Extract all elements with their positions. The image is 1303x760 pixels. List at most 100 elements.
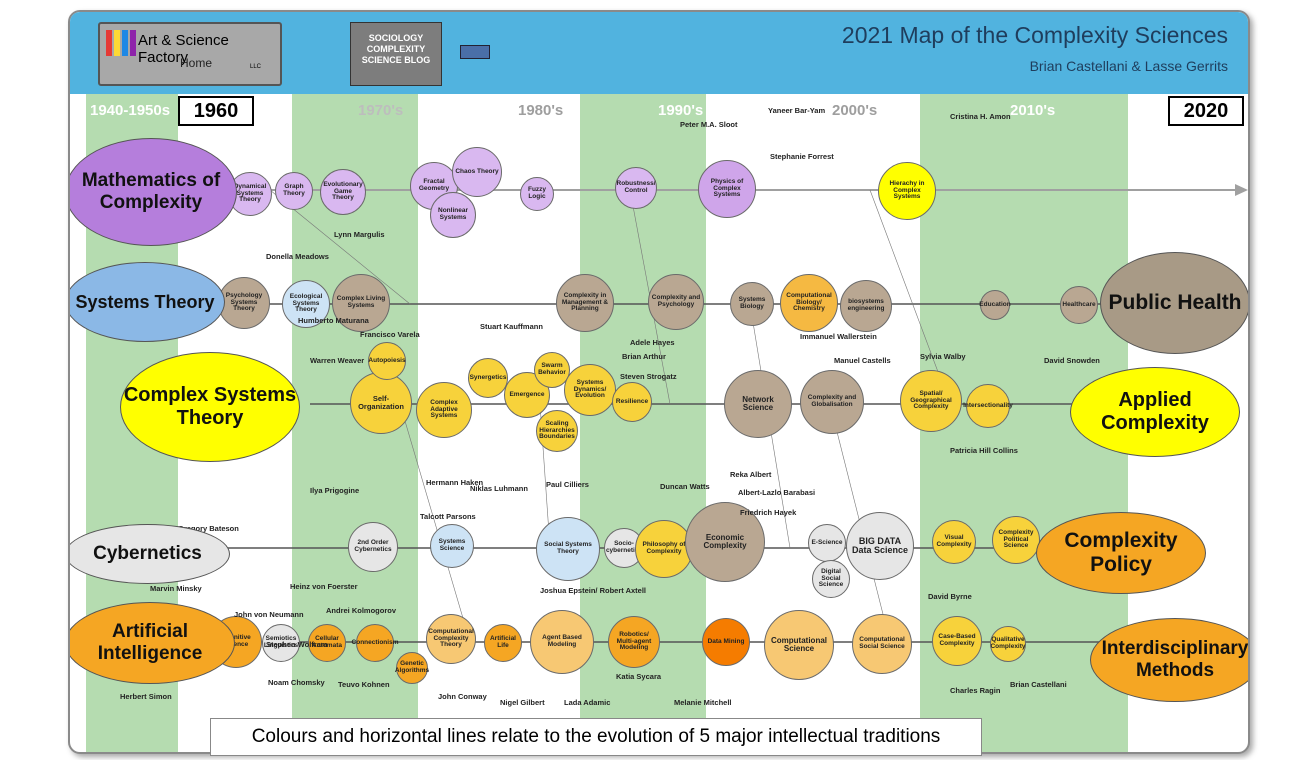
tradition-systems[interactable]: Systems Theory xyxy=(70,262,225,342)
node-sys-dyn[interactable]: Systems Dynamics/ Evolution xyxy=(564,364,616,416)
node-education[interactable]: Education xyxy=(979,290,1011,320)
node-autopoiesis[interactable]: Autopoiesis xyxy=(368,342,406,380)
node-psych-systems[interactable]: Psychology Systems Theory xyxy=(218,277,270,329)
tradition-complex-systems[interactable]: Complex Systems Theory xyxy=(120,352,300,462)
node-sys-bio[interactable]: Systems Biology xyxy=(730,282,774,326)
node-phil-complexity[interactable]: Philosophy of Complexity xyxy=(635,520,693,578)
person-label: Gregory Bateson xyxy=(178,524,239,533)
node-connectionism[interactable]: Connectionism xyxy=(352,624,398,662)
cross-link xyxy=(869,189,951,405)
node-econ-complexity[interactable]: Economic Complexity xyxy=(685,502,765,582)
node-systems-science[interactable]: Systems Science xyxy=(430,524,474,568)
person-label: Steven Strogatz xyxy=(620,372,677,381)
node-living[interactable]: Complex Living Systems xyxy=(332,274,390,332)
node-semiotics[interactable]: Semiotics Linguistics xyxy=(262,624,300,662)
node-qualitative[interactable]: Qualitative Complexity xyxy=(990,626,1026,662)
node-abm[interactable]: Agent Based Modeling xyxy=(530,610,594,674)
person-label: Warren Weaver xyxy=(310,356,365,365)
cross-link xyxy=(399,403,471,643)
person-label: Nigel Gilbert xyxy=(500,698,545,707)
node-digital-social[interactable]: Digital Social Science xyxy=(812,560,850,598)
logo-home-link[interactable]: Home xyxy=(180,56,213,70)
decade-label-2000s: 2000's xyxy=(832,102,878,119)
person-label: Stephen Wolfram xyxy=(266,640,328,649)
person-label: Joshua Epstein/ Robert Axtell xyxy=(540,586,646,595)
node-psychology[interactable]: Complexity and Psychology xyxy=(648,274,704,330)
person-label: Cristina H. Amon xyxy=(950,112,1011,121)
node-second-order[interactable]: 2nd Order Cybernetics xyxy=(348,522,398,572)
node-e-science[interactable]: E-Science xyxy=(808,524,846,562)
person-label: Katia Sycara xyxy=(616,672,662,681)
node-cellular[interactable]: Cellular Automata xyxy=(308,624,346,662)
tradition-methods[interactable]: Interdisciplinary Methods xyxy=(1090,618,1248,702)
person-label: Friedrich Hayek xyxy=(740,508,797,517)
node-robustness[interactable]: Robustness/ Control xyxy=(615,167,657,209)
node-comp-science[interactable]: Computational Science xyxy=(764,610,834,680)
tradition-applied[interactable]: Applied Complexity xyxy=(1070,367,1240,457)
node-evolutionary-game[interactable]: Evolutionary Game Theory xyxy=(320,169,366,215)
end-year-box: 2020 xyxy=(1168,96,1244,126)
node-healthcare[interactable]: Healthcare xyxy=(1060,286,1098,324)
sociology-blog-link[interactable]: SOCIOLOGY COMPLEXITY SCIENCE BLOG xyxy=(350,22,442,86)
node-fuzzy[interactable]: Fuzzy Logic xyxy=(520,177,554,211)
person-label: Charles Ragin xyxy=(950,686,1001,695)
node-case-based[interactable]: Case-Based Complexity xyxy=(932,616,982,666)
decade-label-1970s: 1970's xyxy=(358,102,404,119)
node-chaos[interactable]: Chaos Theory xyxy=(452,147,502,197)
person-label: Ilya Prigogine xyxy=(310,486,360,495)
logo-llc: LLC xyxy=(250,64,262,70)
node-resilience[interactable]: Resilience xyxy=(612,382,652,422)
node-comp-bio[interactable]: Computational Biology/ Chemistry xyxy=(780,274,838,332)
node-genetic[interactable]: Genetic Algorithms xyxy=(395,652,429,684)
person-label: Francisco Varela xyxy=(360,330,420,339)
node-social-systems[interactable]: Social Systems Theory xyxy=(536,517,600,581)
tradition-mathematics[interactable]: Mathematics of Complexity xyxy=(70,138,237,246)
tradition-cybernetics[interactable]: Cybernetics xyxy=(70,524,230,584)
person-label: Albert-Lazlo Barabasi xyxy=(738,488,816,497)
node-synergetics[interactable]: Synergetics xyxy=(468,358,508,398)
person-label: Noam Chomsky xyxy=(268,678,325,687)
tradition-ai[interactable]: Artificial Intelligence xyxy=(70,602,235,684)
node-robotics[interactable]: Robotics/ Multi-agent Modeling xyxy=(608,616,660,668)
node-comp-social[interactable]: Computational Social Science xyxy=(852,614,912,674)
node-cas[interactable]: Complex Adaptive Systems xyxy=(416,382,472,438)
person-label: Niklas Luhmann xyxy=(470,484,528,493)
person-label: Lynn Margulis xyxy=(334,230,385,239)
node-spatial[interactable]: Spatial/ Geographical Complexity xyxy=(900,370,962,432)
person-label: John Conway xyxy=(438,692,487,701)
node-big-data[interactable]: BIG DATA Data Science xyxy=(846,512,914,580)
node-mgmt[interactable]: Complexity in Management & Planning xyxy=(556,274,614,332)
person-label: Hermann Haken xyxy=(426,478,484,487)
node-artificial-life[interactable]: Artificial Life xyxy=(484,624,522,662)
person-label: Yaneer Bar-Yam xyxy=(768,106,826,115)
node-intersectionality[interactable]: Intersectionality xyxy=(963,384,1013,428)
tradition-public-health[interactable]: Public Health xyxy=(1100,252,1248,354)
decade-label-1980s: 1980's xyxy=(518,102,564,119)
node-ecological[interactable]: Ecological Systems Theory xyxy=(282,280,330,328)
node-nonlinear[interactable]: Nonlinear Systems xyxy=(430,192,476,238)
tradition-policy[interactable]: Complexity Policy xyxy=(1036,512,1206,594)
node-scaling[interactable]: Scaling Hierarchies Boundaries xyxy=(536,410,578,452)
node-network[interactable]: Network Science xyxy=(724,370,792,438)
node-graph-theory[interactable]: Graph Theory xyxy=(275,172,313,210)
node-self-org[interactable]: Self-Organization xyxy=(350,372,412,434)
person-label: Reka Albert xyxy=(730,470,772,479)
node-data-mining[interactable]: Data Mining xyxy=(702,618,750,666)
person-label: Melanie Mitchell xyxy=(674,698,732,707)
node-hierachy[interactable]: Hierachy in Complex Systems xyxy=(878,162,936,220)
person-label: Sylvia Walby xyxy=(920,352,966,361)
person-label: Brian Arthur xyxy=(622,352,666,361)
node-biosystems[interactable]: biosystems engineering xyxy=(840,280,892,332)
node-visual[interactable]: Visual Complexity xyxy=(932,520,976,564)
node-physics-complex[interactable]: Physics of Complex Systems xyxy=(698,160,756,218)
logo-stripe xyxy=(106,30,112,56)
node-globalisation[interactable]: Complexity and Globalisation xyxy=(800,370,864,434)
art-science-factory-logo[interactable]: Art & Science Factory Home LLC xyxy=(98,22,282,86)
node-comp-complexity[interactable]: Computational Complexity Theory xyxy=(426,614,476,664)
node-political[interactable]: Complexity Political Science xyxy=(992,516,1040,564)
blog-banner-icon[interactable] xyxy=(460,45,490,59)
person-label: Patricia Hill Collins xyxy=(950,446,1018,455)
person-label: Immanuel Wallerstein xyxy=(800,332,877,341)
person-label: Adele Hayes xyxy=(630,338,675,347)
caption-box: Colours and horizontal lines relate to t… xyxy=(210,718,982,756)
